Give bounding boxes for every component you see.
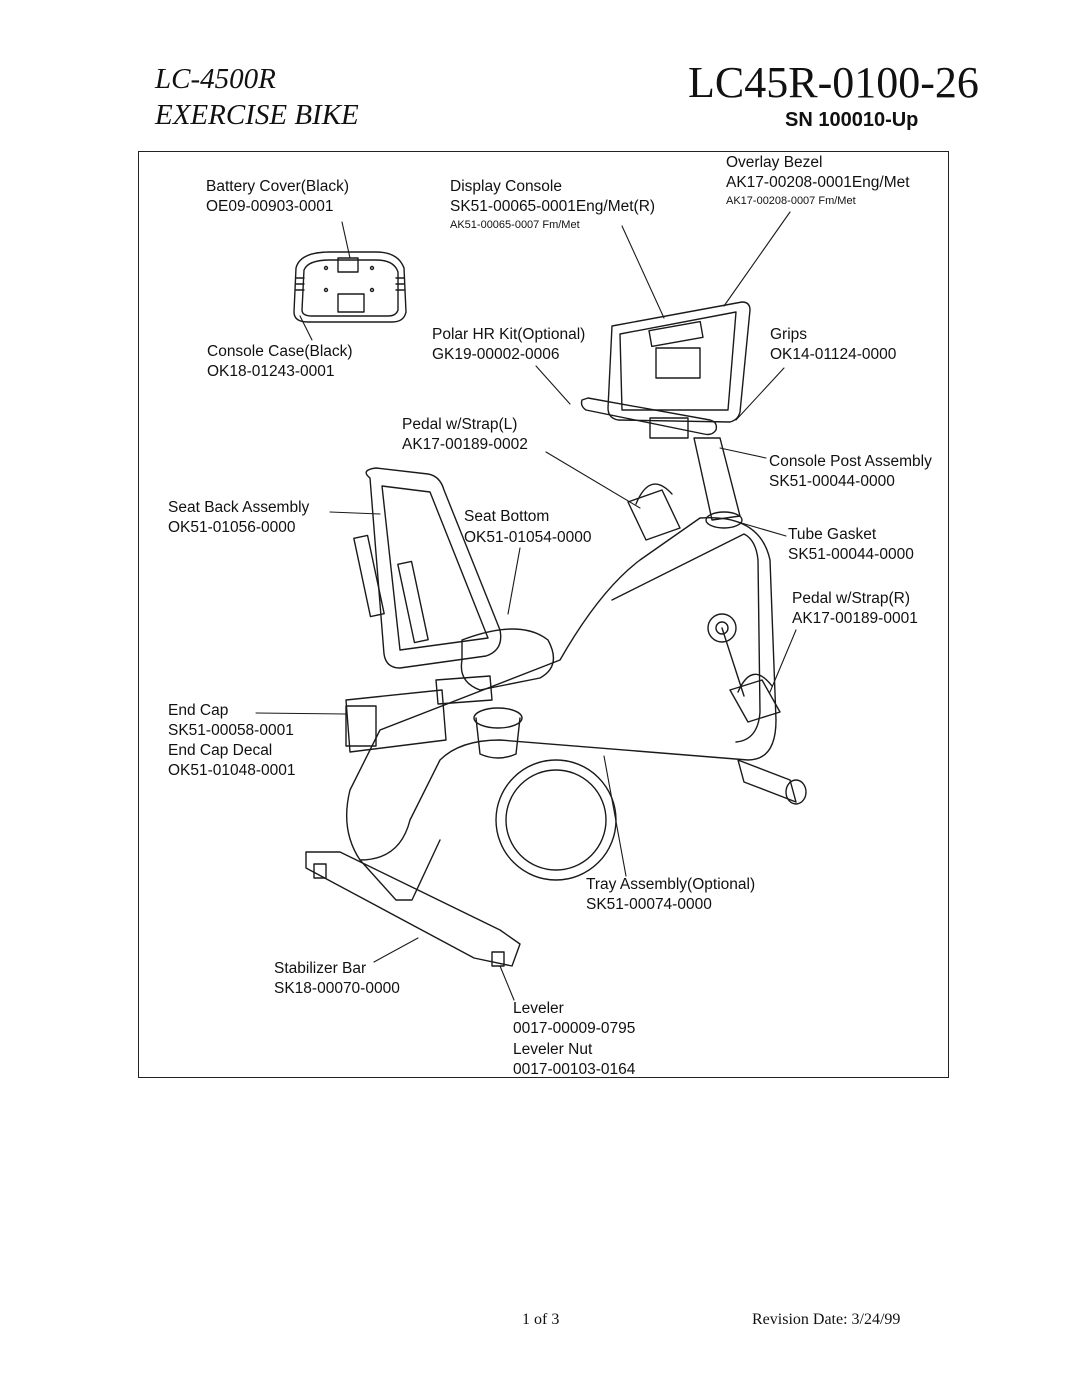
label-seat-bottom-name: Seat Bottom <box>464 508 550 525</box>
label-leveler-nut-number: 0017-00103-0164 <box>513 1061 636 1078</box>
label-seat-back-number: OK51-01056-0000 <box>168 519 296 536</box>
label-tube-gasket-name: Tube Gasket <box>788 526 877 543</box>
label-console-post-name: Console Post Assembly <box>769 453 932 470</box>
console-back-illustration <box>293 251 407 323</box>
document-number: LC45R-0100-26 <box>688 58 979 107</box>
label-overlay-bezel-number: AK17-00208-0001Eng/Met <box>726 174 910 191</box>
seat-illustration <box>353 467 555 691</box>
pedal-left-illustration <box>627 483 681 541</box>
label-tray-assembly-name: Tray Assembly(Optional) <box>586 876 756 893</box>
page-number: 1 of 3 <box>522 1311 560 1328</box>
label-overlay-bezel-alt: AK17-00208-0007 Fm/Met <box>726 195 856 207</box>
label-battery-cover-name: Battery Cover(Black) <box>206 178 349 195</box>
grips-illustration <box>580 397 718 439</box>
label-end-cap-name: End Cap <box>168 702 229 719</box>
label-pedal-right-number: AK17-00189-0001 <box>792 610 918 627</box>
label-stabilizer-bar-name: Stabilizer Bar <box>274 960 367 977</box>
label-display-console-alt: AK51-00065-0007 Fm/Met <box>450 219 580 231</box>
model-number: LC-4500R <box>155 63 276 95</box>
console-post-illustration <box>693 437 743 529</box>
label-leveler-number: 0017-00009-0795 <box>513 1020 636 1037</box>
frame-illustration <box>345 517 777 901</box>
diagram-frame <box>138 151 949 1078</box>
label-seat-back-name: Seat Back Assembly <box>168 499 310 516</box>
front-stabilizer-illustration <box>737 759 807 805</box>
label-grips-name: Grips <box>770 326 808 343</box>
label-polar-hr-kit-number: GK19-00002-0006 <box>432 346 560 363</box>
label-pedal-right-name: Pedal w/Strap(R) <box>792 590 911 607</box>
label-overlay-bezel-name: Overlay Bezel <box>726 154 823 171</box>
stabilizer-bar-illustration <box>305 851 521 967</box>
label-stabilizer-bar-number: SK18-00070-0000 <box>274 980 400 997</box>
label-console-case-name: Console Case(Black) <box>207 343 353 360</box>
label-tray-assembly-number: SK51-00074-0000 <box>586 896 712 913</box>
label-console-post-number: SK51-00044-0000 <box>769 473 895 490</box>
end-cap-illustration <box>345 705 377 747</box>
label-tube-gasket-number: SK51-00044-0000 <box>788 546 914 563</box>
label-display-console-number: SK51-00065-0001Eng/Met(R) <box>450 198 656 215</box>
label-end-cap-decal-name: End Cap Decal <box>168 742 273 759</box>
label-display-console-name: Display Console <box>450 178 562 195</box>
display-console-illustration <box>607 301 751 423</box>
label-leveler-name: Leveler <box>513 1000 564 1017</box>
label-pedal-left-name: Pedal w/Strap(L) <box>402 416 518 433</box>
label-pedal-left-number: AK17-00189-0002 <box>402 436 528 453</box>
label-end-cap-number: SK51-00058-0001 <box>168 722 294 739</box>
tray-illustration <box>345 675 523 759</box>
serial-range: SN 100010-Up <box>785 109 919 131</box>
label-leveler-nut-name: Leveler Nut <box>513 1041 593 1058</box>
label-seat-bottom-number: OK51-01054-0000 <box>464 529 592 546</box>
label-console-case-number: OK18-01243-0001 <box>207 363 335 380</box>
product-title: EXERCISE BIKE <box>155 99 359 131</box>
leader-lines <box>255 211 797 1001</box>
label-battery-cover-number: OE09-00903-0001 <box>206 198 334 215</box>
revision-date: Revision Date: 3/24/99 <box>752 1311 901 1328</box>
pedal-right-illustration <box>721 627 781 723</box>
label-polar-hr-kit-name: Polar HR Kit(Optional) <box>432 326 586 343</box>
label-grips-number: OK14-01124-0000 <box>770 346 897 363</box>
label-end-cap-decal-number: OK51-01048-0001 <box>168 762 296 779</box>
